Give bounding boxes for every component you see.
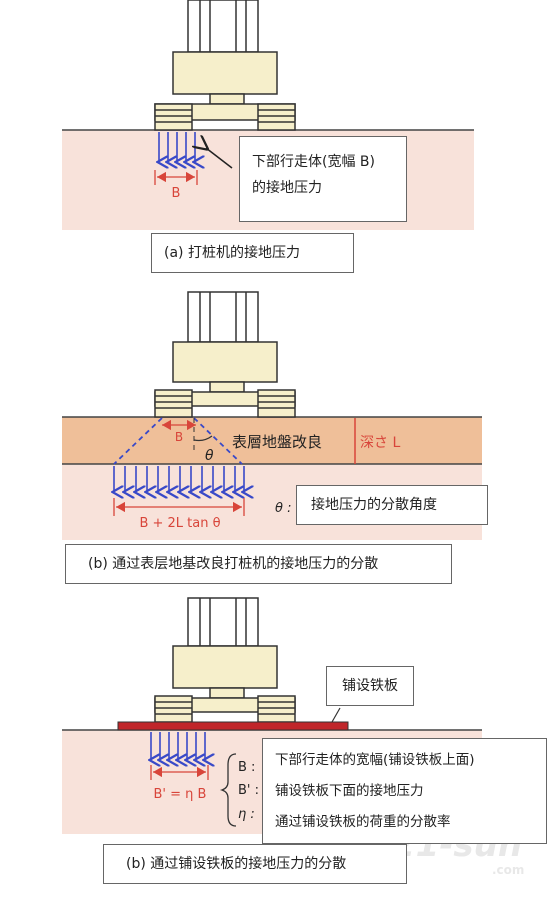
legend-line: 铺设铁板下面的接地压力 (275, 783, 424, 799)
top-width-label: B (175, 430, 183, 444)
watermark-sub: .com (492, 863, 524, 877)
caption-b: (b) 通过表层地基改良打桩机的接地压力的分散 (65, 544, 452, 584)
pressure-arrows (151, 732, 205, 760)
caption-c: (b) 通过铺设铁板的接地压力的分散 (103, 844, 407, 884)
legend-line: 通过铺设铁板的荷重的分散率 (275, 814, 451, 830)
legend-symbol: B : (238, 760, 255, 775)
width-dimension (150, 765, 209, 780)
legend-symbol: θ : (275, 501, 291, 516)
callout-pointer (206, 148, 233, 169)
legend-text: 接地压力的分散角度 (311, 497, 437, 513)
pile-driver-mast (187, 0, 259, 53)
callout-box-a: 下部行走体(宽幅 B) 的接地压力 (239, 136, 407, 222)
width-label: B' = η B (154, 787, 207, 802)
panel-b: θ B 表層地盤改良 深さ L (0, 280, 550, 585)
callout-line: 的接地压力 (252, 180, 322, 196)
pile-driver-neck (209, 381, 245, 393)
pile-driver-body (172, 645, 278, 689)
pressure-arrows (114, 466, 244, 492)
legend-line: 下部行走体的宽幅(铺设铁板上面) (275, 752, 475, 768)
legend-box-c: 下部行走体的宽幅(铺设铁板上面) 铺设铁板下面的接地压力 通过铺设铁板的荷重的分… (262, 738, 547, 844)
improved-surface-layer (62, 417, 482, 464)
legend-symbol: η : (238, 807, 255, 822)
spread-dimension (113, 498, 245, 516)
caption-text: (a) 打桩机的接地压力 (164, 245, 300, 261)
panel-b-diagram: θ B 表層地盤改良 深さ L (62, 291, 482, 540)
callout-line: 下部行走体(宽幅 B) (252, 154, 375, 170)
legend-symbol: B' : (238, 783, 259, 798)
spread-label: B + 2L tan θ (139, 516, 220, 531)
pile-driver-body (172, 341, 278, 383)
crawler-tracks (154, 103, 296, 131)
pile-driver-body (172, 51, 278, 95)
angle-label: θ (205, 448, 214, 464)
legend-brace (219, 753, 237, 827)
pile-driver-mast (187, 291, 259, 343)
panel-c: B' = η B B : B' : η : 21-sun .com 铺设铁板 下… (0, 590, 550, 901)
width-dimension (154, 170, 198, 185)
depth-label: 深さ L (360, 435, 400, 451)
crawler-tracks (154, 695, 296, 723)
plate-pointer (331, 707, 341, 723)
pile-driver-neck (209, 687, 245, 699)
plate-label-box: 铺设铁板 (326, 666, 414, 706)
caption-a: (a) 打桩机的接地压力 (151, 233, 354, 273)
plate-label: 铺设铁板 (342, 678, 398, 694)
caption-text: (b) 通过铺设铁板的接地压力的分散 (126, 856, 347, 872)
caption-text: (b) 通过表层地基改良打桩机的接地压力的分散 (88, 556, 379, 572)
pile-driver-mast (187, 597, 259, 647)
angle-arc (193, 435, 213, 442)
layer-label: 表層地盤改良 (232, 433, 322, 451)
width-label: B (172, 186, 181, 201)
panel-a: B 下部行走体(宽幅 B) 的接地压力 (a) 打桩机的接地压力 (0, 0, 550, 280)
legend-box-b: 接地压力的分散角度 (296, 485, 488, 525)
steel-plate (117, 721, 349, 731)
pile-driver-neck (209, 93, 245, 105)
crawler-tracks (154, 389, 296, 418)
spread-lines (113, 417, 243, 465)
